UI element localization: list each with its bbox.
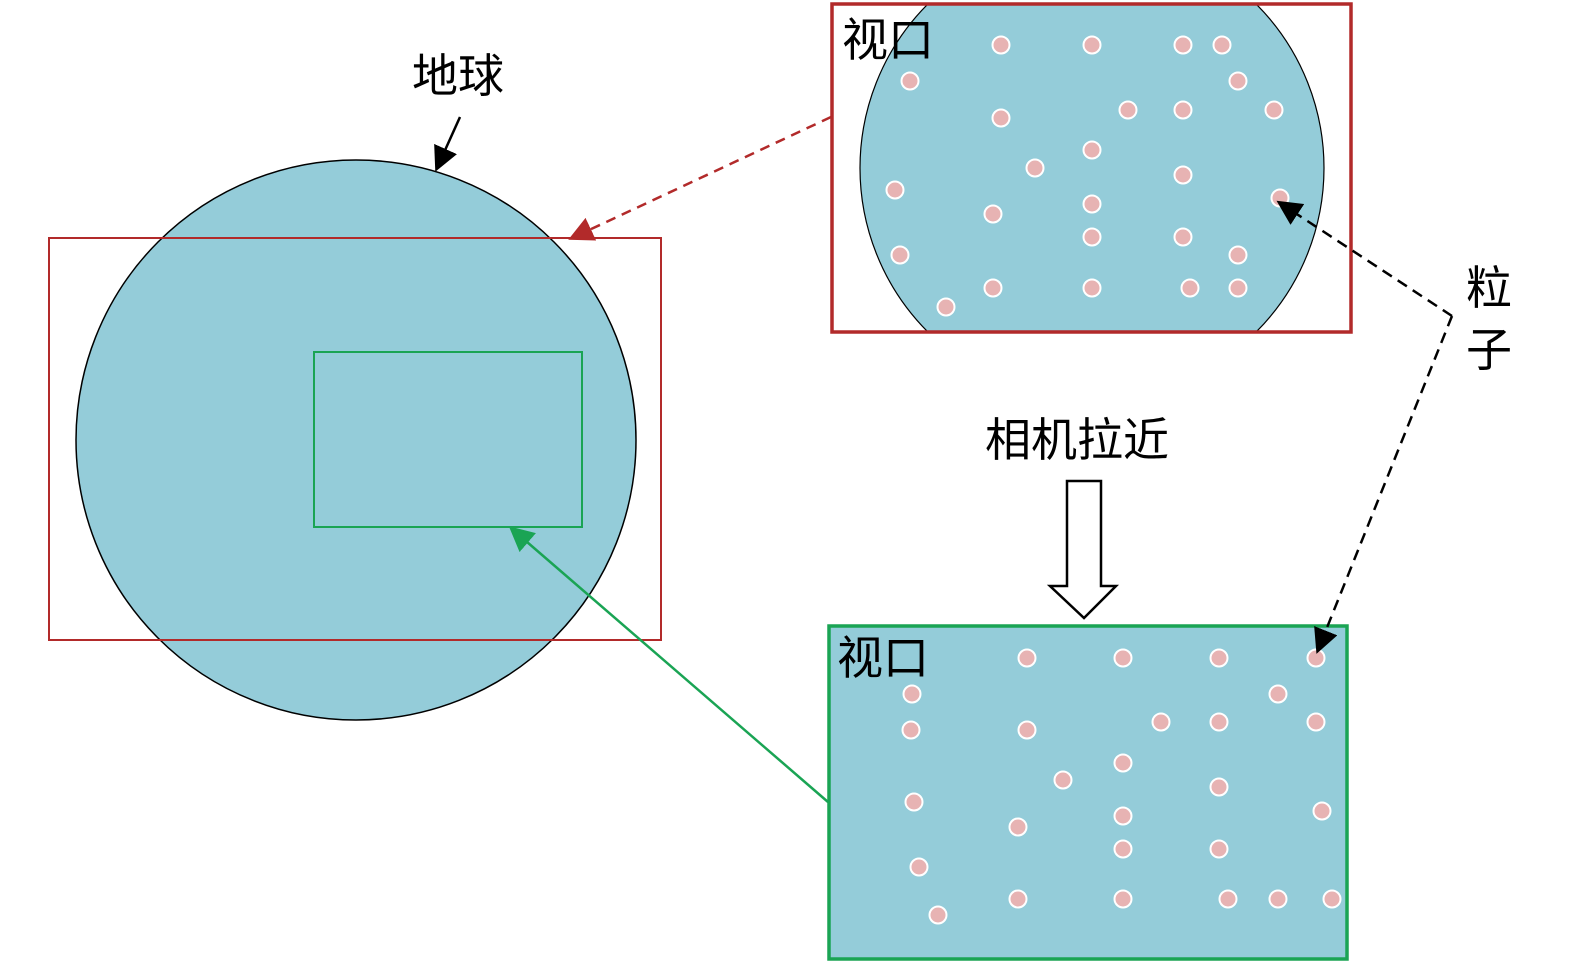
top-particle <box>1228 71 1248 91</box>
bottom-particle <box>1322 889 1342 909</box>
bottom-particle <box>1268 889 1288 909</box>
top-viewport-globe <box>859 5 1325 332</box>
bottom-particle <box>1017 720 1037 740</box>
red-link-arrow <box>568 115 832 241</box>
bottom-particle <box>928 905 948 925</box>
bottom-viewport-frame <box>827 624 1349 961</box>
top-particle <box>1082 194 1102 214</box>
bottom-particle <box>1008 817 1028 837</box>
particle-label-line1: 粒 <box>1466 261 1512 315</box>
bottom-particle <box>1209 777 1229 797</box>
top-particle <box>1173 227 1193 247</box>
bottom-particle <box>902 684 922 704</box>
bottom-particle <box>1017 648 1037 668</box>
top-viewport-label: 视口 <box>842 13 934 67</box>
top-viewport-panel: 视口 <box>830 2 1353 334</box>
bottom-viewport-panel: 视口 <box>827 624 1349 961</box>
top-particle <box>983 278 1003 298</box>
camera-zoom-label: 相机拉近 <box>985 413 1169 467</box>
globe-overview <box>48 159 662 721</box>
top-particle <box>1082 278 1102 298</box>
earth-label: 地球 <box>412 49 504 103</box>
bottom-particle <box>1209 839 1229 859</box>
particle-pointer-top <box>1276 200 1453 318</box>
top-particle <box>900 71 920 91</box>
bottom-viewport-particles <box>901 648 1342 925</box>
top-particle <box>1228 278 1248 298</box>
bottom-particle <box>909 857 929 877</box>
top-particle <box>936 297 956 317</box>
top-particle <box>1082 227 1102 247</box>
top-particle <box>1264 100 1284 120</box>
bottom-viewport-label: 视口 <box>837 631 929 685</box>
particle-label-line2: 子 <box>1466 323 1512 377</box>
top-particle <box>1180 278 1200 298</box>
down-arrow-icon <box>1046 479 1120 620</box>
bottom-particle <box>1209 712 1229 732</box>
top-particle <box>1228 245 1248 265</box>
top-particle <box>1212 35 1232 55</box>
earth-arrow <box>434 116 462 172</box>
top-particle <box>991 35 1011 55</box>
bottom-particle <box>1151 712 1171 732</box>
bottom-particle <box>1113 889 1133 909</box>
bottom-particle <box>1268 684 1288 704</box>
top-particle <box>991 108 1011 128</box>
bottom-particle <box>1312 801 1332 821</box>
green-link-arrow <box>508 526 829 803</box>
top-particle <box>885 180 905 200</box>
bottom-particle <box>901 720 921 740</box>
top-particle <box>1173 35 1193 55</box>
top-particle <box>1173 165 1193 185</box>
top-particle <box>890 245 910 265</box>
top-viewport-particles <box>885 35 1290 317</box>
red-viewport-frame <box>48 237 662 641</box>
bottom-particle <box>1113 753 1133 773</box>
earth-globe <box>75 159 637 721</box>
bottom-particle <box>1113 648 1133 668</box>
bottom-particle <box>1218 889 1238 909</box>
top-viewport-frame <box>830 2 1353 334</box>
bottom-particle <box>1053 770 1073 790</box>
bottom-particle <box>1113 806 1133 826</box>
bottom-particle <box>904 792 924 812</box>
green-viewport-frame <box>313 351 583 528</box>
bottom-particle <box>1209 648 1229 668</box>
bottom-particle <box>1306 648 1326 668</box>
bottom-particle <box>1306 712 1326 732</box>
bottom-particle <box>1008 889 1028 909</box>
top-particle <box>983 204 1003 224</box>
top-particle <box>1118 100 1138 120</box>
top-particle <box>1025 158 1045 178</box>
bottom-particle <box>1113 839 1133 859</box>
top-particle <box>1173 100 1193 120</box>
particle-pointer-bottom <box>1314 315 1454 654</box>
top-particle <box>1082 35 1102 55</box>
top-particle <box>1082 140 1102 160</box>
